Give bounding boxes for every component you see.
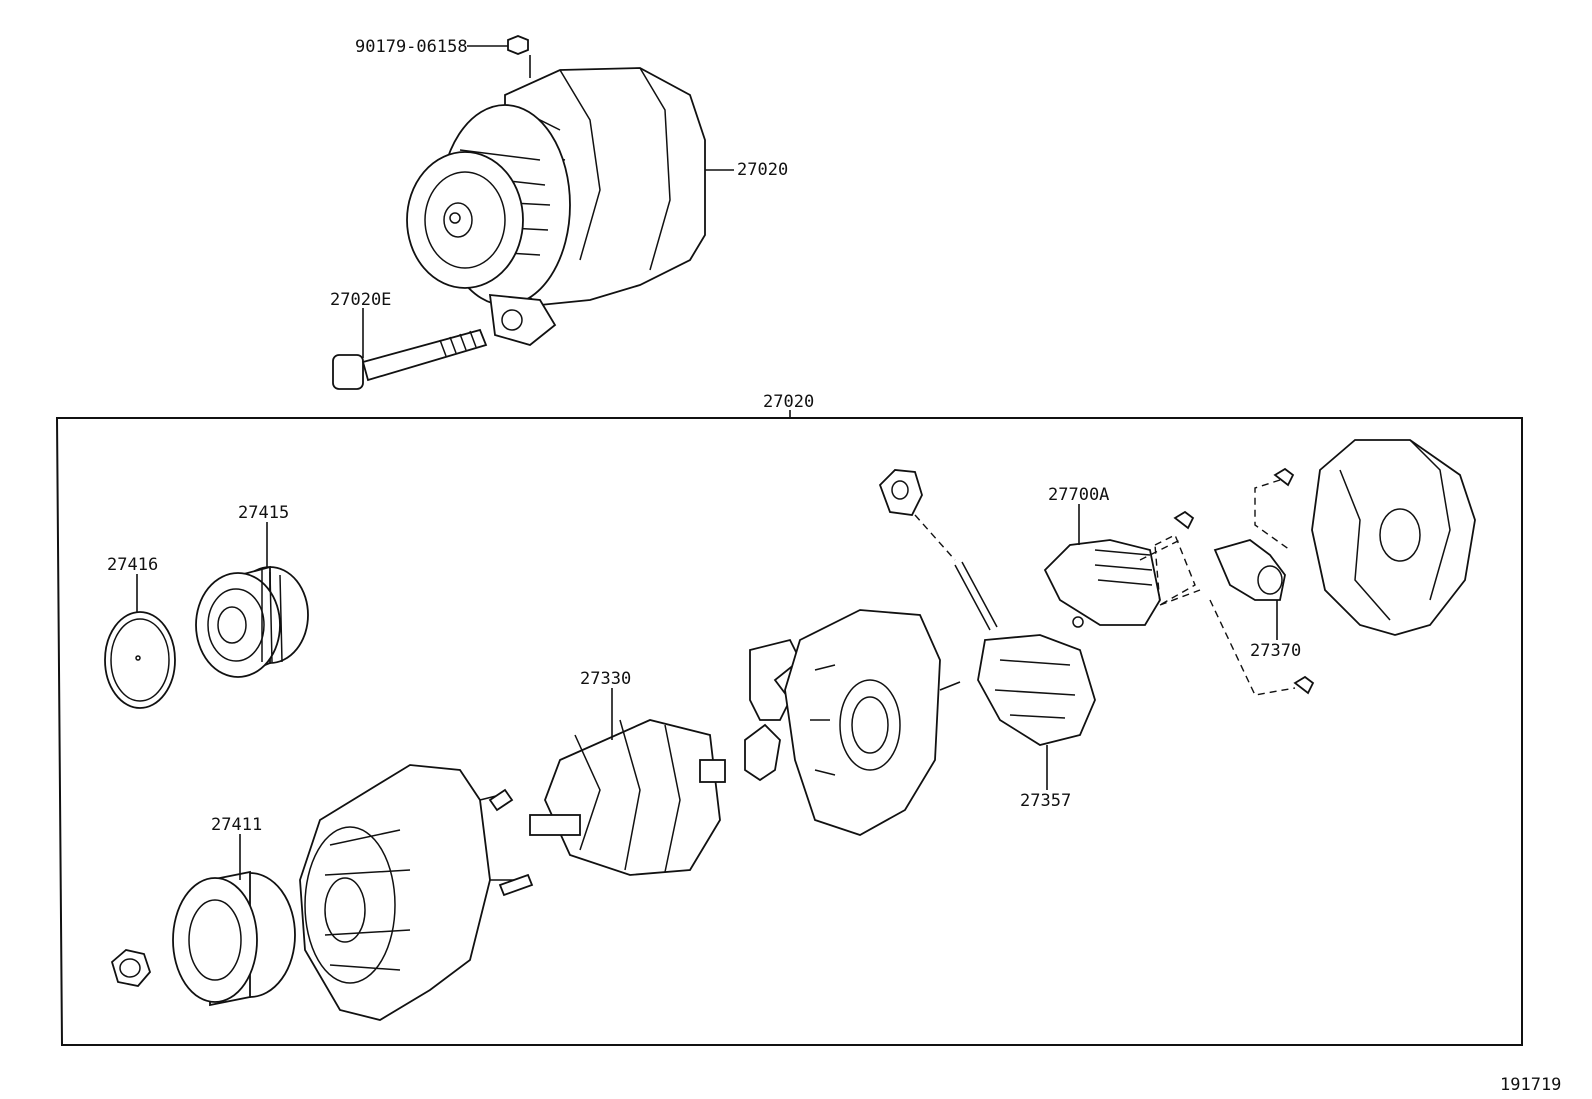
- bolt-27020e-drawing: [332, 328, 488, 390]
- callout-27020-exploded: 27020: [763, 392, 814, 412]
- rectifier-drawing: [977, 616, 1096, 746]
- rotor-drawing: [529, 719, 726, 876]
- callout-27020-top: 27020: [737, 160, 788, 180]
- seal-ring-drawing: [744, 723, 781, 782]
- front-housing-drawing: [299, 764, 534, 1021]
- brush-holder-drawing: [1213, 467, 1315, 695]
- callout-27357: 27357: [1020, 791, 1071, 811]
- callout-27411: 27411: [211, 815, 262, 835]
- terminal-insulator-drawing: [878, 469, 998, 631]
- pulley-nut-drawing: [110, 949, 152, 987]
- callout-27020e: 27020E: [330, 290, 391, 310]
- exploded-view-frame: [55, 417, 1523, 1046]
- callout-27700a: 27700A: [1048, 485, 1109, 505]
- alternator-assembly-drawing: [332, 35, 706, 390]
- callout-90179-06158: 90179-06158: [355, 37, 468, 57]
- rear-housing-drawing: [749, 609, 961, 836]
- regulator-drawing: [1043, 510, 1195, 626]
- callout-27330: 27330: [580, 669, 631, 689]
- pulley-27415-drawing: [195, 565, 309, 678]
- pulley-27411-drawing: [172, 870, 296, 1007]
- diagram-id: 191719: [1500, 1075, 1561, 1095]
- rear-cover-drawing: [1311, 439, 1476, 636]
- cover-plate-drawing: [104, 611, 176, 709]
- callout-27416: 27416: [107, 555, 158, 575]
- callout-27415: 27415: [238, 503, 289, 523]
- callout-27370: 27370: [1250, 641, 1301, 661]
